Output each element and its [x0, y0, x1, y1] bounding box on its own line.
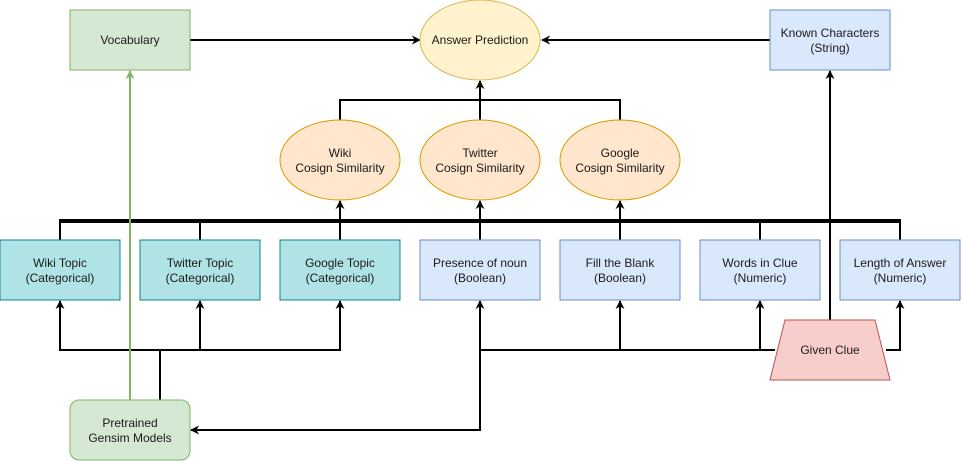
- node-fill-blank: Fill the Blank (Boolean): [559, 239, 681, 301]
- node-google-topic: Google Topic (Categorical): [279, 239, 401, 301]
- node-known-characters: Known Characters (String): [769, 9, 891, 71]
- node-pretrained-models: Pretrained Gensim Models: [69, 399, 191, 461]
- node-google-cosign-label-0: Google: [601, 146, 640, 160]
- edge-google-cosign-to-answer: [480, 99, 621, 120]
- node-words-in-clue-label-0: Words in Clue: [722, 256, 797, 270]
- node-twitter-topic-label-0: Twitter Topic: [167, 256, 233, 270]
- node-twitter-cosign: Twitter Cosign Similarity: [419, 119, 541, 201]
- edge-pretrained-to-twitter-topic: [160, 300, 205, 351]
- node-twitter-cosign-label-1: Cosign Similarity: [435, 161, 524, 175]
- node-given-clue: Given Clue: [769, 319, 891, 381]
- node-answer-prediction: Answer Prediction: [419, 0, 541, 81]
- node-length-answer-label-0: Length of Answer: [854, 256, 947, 270]
- node-fill-blank-label-0: Fill the Blank: [586, 256, 656, 270]
- edge-wiki-cosign-to-answer: [339, 99, 480, 120]
- node-twitter-cosign-label-0: Twitter: [462, 146, 497, 160]
- node-presence-noun-label-0: Presence of noun: [433, 256, 527, 270]
- node-length-answer-label-1: (Numeric): [874, 271, 927, 285]
- node-google-cosign: Google Cosign Similarity: [559, 119, 681, 201]
- node-words-in-clue-label-1: (Numeric): [734, 271, 787, 285]
- node-twitter-topic-label-1: (Categorical): [166, 271, 235, 285]
- edge-clue-to-presence: [475, 300, 775, 351]
- edge-pretrained-to-google-topic: [200, 300, 345, 351]
- node-fill-blank-label-1: (Boolean): [594, 271, 646, 285]
- node-wiki-cosign-label-1: Cosign Similarity: [295, 161, 384, 175]
- node-pretrained-label-0: Pretrained: [102, 416, 157, 430]
- node-length-answer: Length of Answer (Numeric): [839, 239, 961, 301]
- edges: [55, 35, 905, 435]
- node-wiki-topic-label-0: Wiki Topic: [33, 256, 87, 270]
- edge-clue-to-length: [886, 300, 905, 351]
- edge-pretrained-to-topics: [55, 300, 161, 400]
- node-wiki-cosign: Wiki Cosign Similarity: [279, 119, 401, 201]
- node-answer-prediction-label-0: Answer Prediction: [432, 33, 529, 47]
- node-presence-noun: Presence of noun (Boolean): [419, 239, 541, 301]
- node-wiki-topic-label-1: (Categorical): [26, 271, 95, 285]
- node-wiki-topic: Wiki Topic (Categorical): [0, 239, 121, 301]
- node-presence-noun-label-1: (Boolean): [454, 271, 506, 285]
- node-google-cosign-label-1: Cosign Similarity: [575, 161, 664, 175]
- node-pretrained-label-1: Gensim Models: [88, 431, 171, 445]
- node-known-characters-label-0: Known Characters: [781, 26, 880, 40]
- node-google-topic-label-1: (Categorical): [306, 271, 375, 285]
- edge-presence-to-pretrained: [190, 350, 481, 435]
- node-wiki-cosign-label-0: Wiki: [329, 146, 352, 160]
- node-twitter-topic: Twitter Topic (Categorical): [139, 239, 261, 301]
- node-known-characters-label-1: (String): [810, 41, 849, 55]
- node-vocabulary-label-0: Vocabulary: [100, 33, 159, 47]
- node-google-topic-label-0: Google Topic: [305, 256, 375, 270]
- node-words-in-clue: Words in Clue (Numeric): [699, 239, 821, 301]
- node-vocabulary: Vocabulary: [69, 9, 191, 71]
- node-given-clue-label-0: Given Clue: [800, 343, 860, 357]
